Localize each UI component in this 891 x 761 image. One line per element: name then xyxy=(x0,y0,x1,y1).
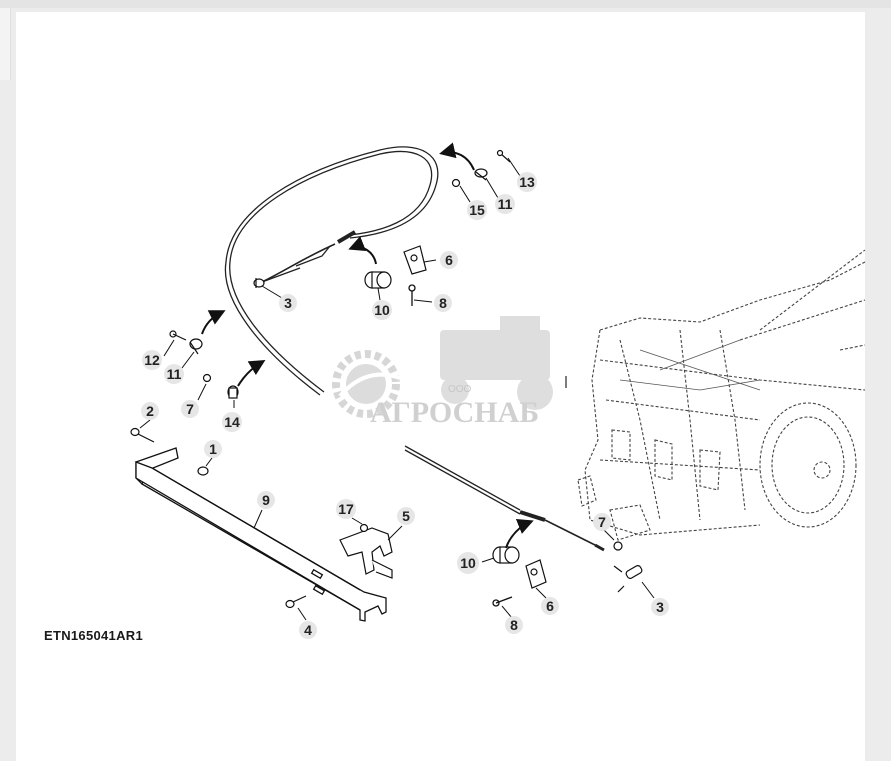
svg-text:7: 7 xyxy=(186,401,194,417)
callout-6a: 6 xyxy=(440,251,458,269)
watermark-brand: АГРОСНАБ xyxy=(370,396,539,429)
callout-6b: 6 xyxy=(541,597,559,615)
lower-bolt-8 xyxy=(492,596,513,607)
svg-text:4: 4 xyxy=(304,622,312,638)
nut-17 xyxy=(359,523,369,533)
callout-17: 17 xyxy=(336,499,356,519)
callout-12: 12 xyxy=(142,350,162,370)
assembly-arrows xyxy=(201,142,534,549)
svg-text:13: 13 xyxy=(519,174,535,190)
lower-bushing-10 xyxy=(492,546,520,564)
svg-text:7: 7 xyxy=(598,514,606,530)
callout-5: 5 xyxy=(397,507,415,525)
support-bar-9 xyxy=(135,447,387,622)
svg-text:8: 8 xyxy=(439,295,447,311)
callout-10b: 10 xyxy=(457,552,479,574)
svg-text:1: 1 xyxy=(209,441,217,457)
upper-bracket-6 xyxy=(403,245,427,275)
transmission-detail xyxy=(619,339,761,391)
callout-4: 4 xyxy=(299,621,317,639)
watermark-prefix: ООО xyxy=(448,384,472,395)
svg-text:8: 8 xyxy=(510,617,518,633)
callout-3b: 3 xyxy=(651,598,669,616)
svg-text:15: 15 xyxy=(469,202,485,218)
callout-1: 1 xyxy=(204,440,222,458)
callout-7b: 7 xyxy=(593,513,611,531)
svg-text:3: 3 xyxy=(656,599,664,615)
svg-text:11: 11 xyxy=(498,196,513,212)
callout-11b: 11 xyxy=(164,364,184,384)
callout-9: 9 xyxy=(257,491,275,509)
callout-8b: 8 xyxy=(505,616,523,634)
callout-13a: 13 xyxy=(517,172,537,192)
shift-cable xyxy=(224,146,605,552)
upper-bolt-8 xyxy=(408,284,416,306)
watermark: ООО АГРОСНАБ xyxy=(332,316,567,429)
svg-text:10: 10 xyxy=(460,555,476,571)
left-clip-group xyxy=(169,330,239,399)
callout-14: 14 xyxy=(222,412,242,432)
svg-text:17: 17 xyxy=(338,501,354,517)
svg-text:6: 6 xyxy=(546,598,554,614)
svg-text:6: 6 xyxy=(445,252,453,268)
upper-clip-13-15-11 xyxy=(451,149,511,188)
svg-text:9: 9 xyxy=(262,492,270,508)
svg-text:3: 3 xyxy=(284,295,292,311)
callout-11a: 11 xyxy=(495,194,515,214)
callout-10a: 10 xyxy=(372,300,392,320)
top-bar xyxy=(0,0,891,8)
bracket-5 xyxy=(339,527,393,579)
tractor-logo-icon xyxy=(440,316,553,410)
lower-bracket-6 xyxy=(525,559,547,589)
cable-end-lower xyxy=(613,565,643,593)
callout-2: 2 xyxy=(141,402,159,420)
callout-3a: 3 xyxy=(279,294,297,312)
upper-bushing-10 xyxy=(364,271,392,289)
gear-logo-icon xyxy=(332,350,401,418)
diagram-code: ETN165041AR1 xyxy=(44,628,143,643)
lower-nut-7 xyxy=(613,541,623,551)
svg-text:12: 12 xyxy=(144,352,160,368)
svg-text:11: 11 xyxy=(167,366,182,382)
bar-nut-1 xyxy=(197,466,209,476)
svg-text:2: 2 xyxy=(146,403,154,419)
cable-end-upper xyxy=(253,278,265,288)
callout-8a: 8 xyxy=(434,294,452,312)
svg-text:14: 14 xyxy=(224,414,240,430)
transmission-housing xyxy=(577,249,866,541)
diagram-panel xyxy=(16,12,865,761)
svg-text:5: 5 xyxy=(402,508,410,524)
svg-text:10: 10 xyxy=(374,302,390,318)
bar-bolt-2 xyxy=(130,427,155,443)
leader-lines xyxy=(139,157,655,621)
callout-7a: 7 xyxy=(181,400,199,418)
bar-bolt-4 xyxy=(285,595,307,609)
callout-15: 15 xyxy=(467,200,487,220)
left-strip xyxy=(0,8,11,80)
